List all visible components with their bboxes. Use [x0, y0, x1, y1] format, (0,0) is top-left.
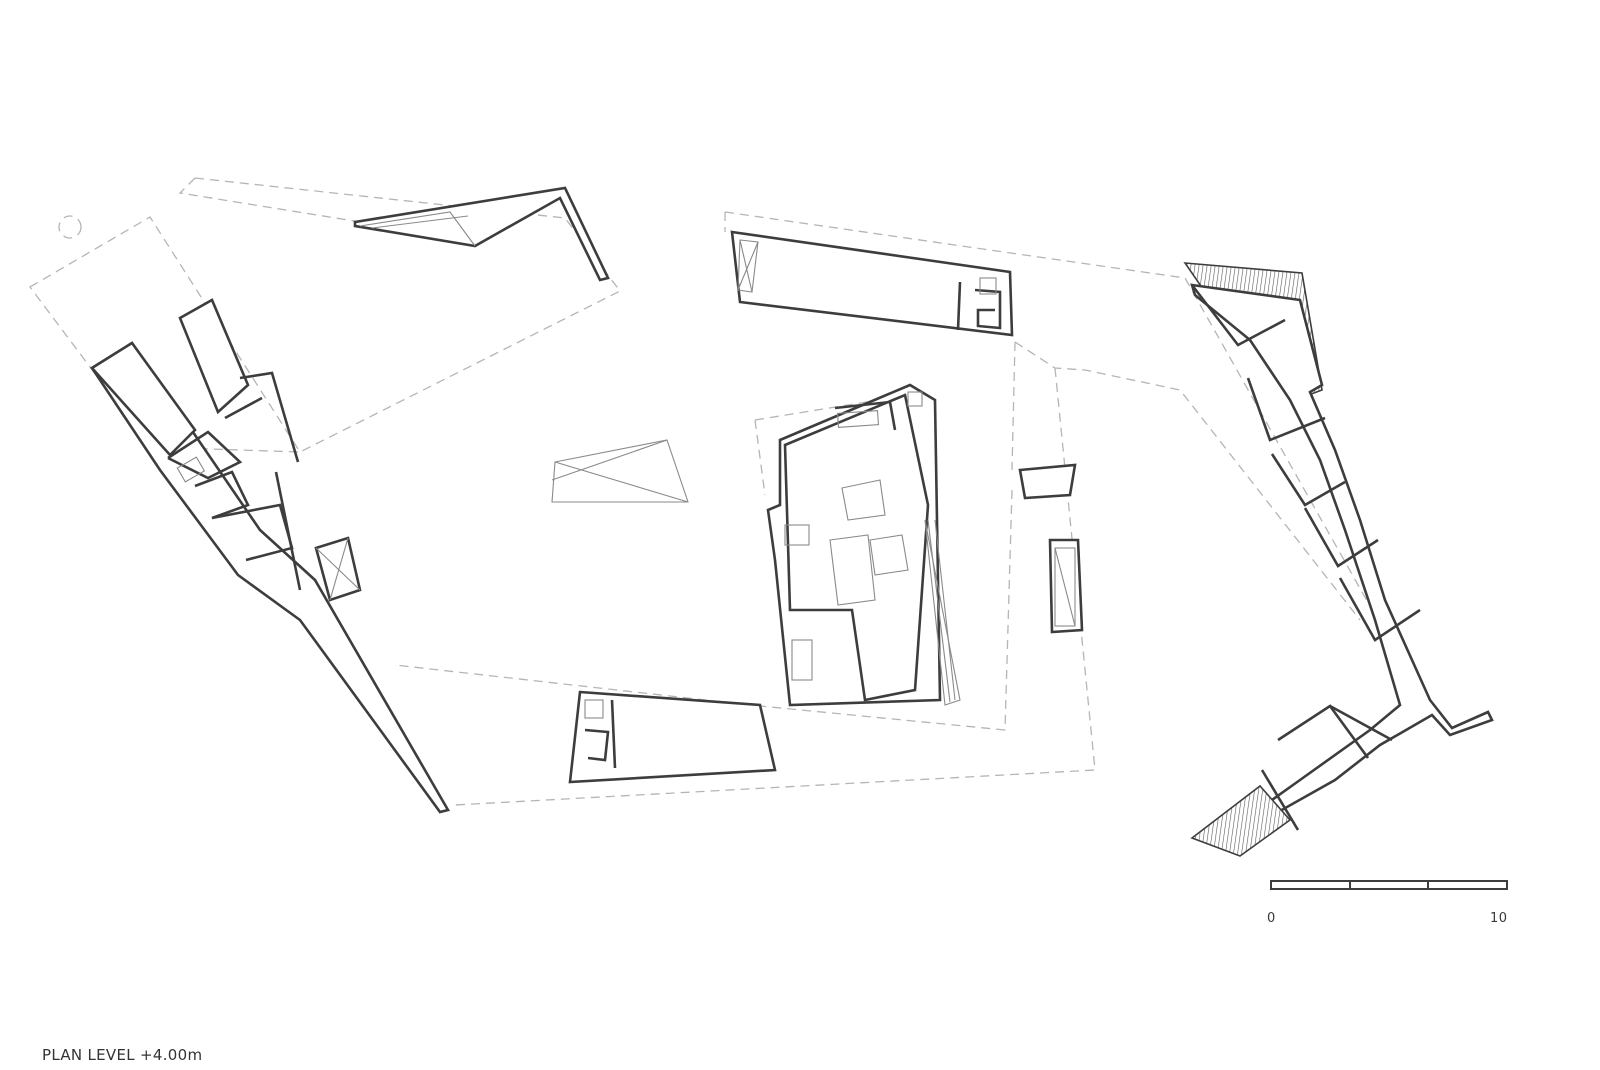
scale-end-label: 10	[1490, 911, 1508, 926]
plan-caption: PLAN LEVEL +4.00m	[42, 1046, 203, 1064]
central-building	[766, 383, 961, 707]
scale-start-label: 0	[1267, 911, 1276, 926]
east-building	[1183, 262, 1494, 857]
small-pavilions	[1018, 463, 1084, 634]
west-building	[90, 298, 450, 814]
scale-bar	[1270, 880, 1508, 890]
south-block	[568, 690, 777, 784]
north-block	[730, 230, 1014, 337]
skylight-outline	[551, 439, 689, 503]
north-wedge-building	[353, 186, 610, 282]
